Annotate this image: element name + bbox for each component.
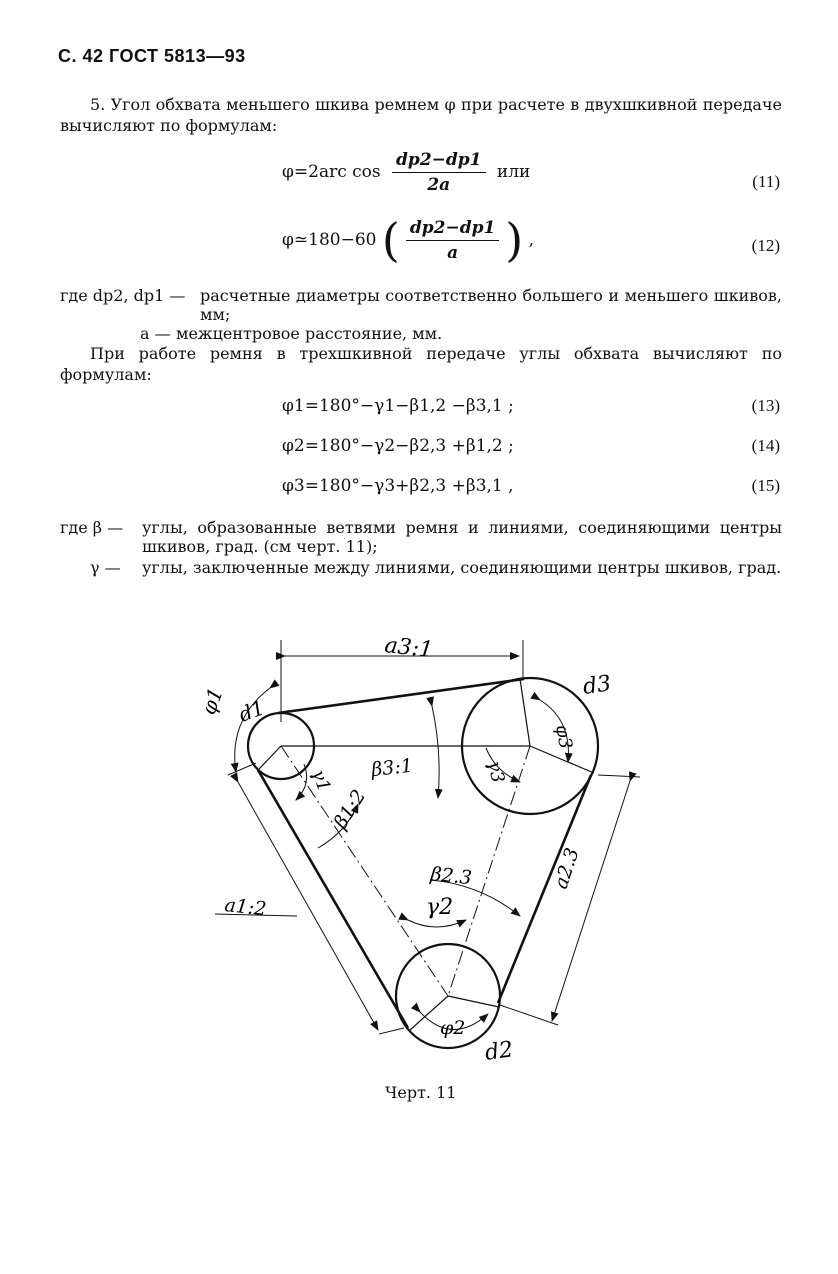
belt-branch-1-2 xyxy=(256,769,410,1029)
arc-phi2 xyxy=(410,1002,489,1030)
left-paren: ( xyxy=(381,212,400,267)
definitions-block-1: где dp2, dp1 — расчетные диаметры соотве… xyxy=(60,286,782,346)
equation-number-14: (14) xyxy=(751,436,780,455)
label-a12: a1:2 xyxy=(223,894,267,920)
dimension-a12 xyxy=(230,772,379,1031)
paragraph-5: 5. Угол обхвата меньшего шкива ремнем φ … xyxy=(60,95,782,135)
radius-line xyxy=(447,995,500,1008)
def-text-diameters: расчетные диаметры соответственно больше… xyxy=(200,286,782,324)
arc-gamma2 xyxy=(398,912,467,928)
def-term-diameters: где dp2, dp1 — xyxy=(60,286,186,305)
equation-number-13: (13) xyxy=(751,396,780,415)
label-a31: a3:1 xyxy=(383,633,434,663)
arc-phi1 xyxy=(230,679,280,773)
formula-15: φ3=180°−γ3+β2,3 +β3,1 , xyxy=(282,476,514,496)
formula-12-lhs: φ≃180−60 xyxy=(282,230,377,250)
paragraph-three-pulley: При работе ремня в трехшкивной передаче … xyxy=(60,344,782,384)
def-term-beta: где β — xyxy=(60,518,124,537)
label-gamma1: γ1 xyxy=(307,767,334,795)
formula-12-denominator: a xyxy=(447,243,459,263)
def-text-beta: углы, образованные ветвями ремня и линия… xyxy=(142,518,782,556)
formula-12-fraction: dp2−dp1 a xyxy=(405,218,500,263)
label-beta31: β3:1 xyxy=(369,755,414,781)
formula-11: φ=2arc cos dp2−dp1 2a или xyxy=(282,150,530,195)
label-phi3: φ3 xyxy=(551,723,576,750)
formula-11-fraction: dp2−dp1 2a xyxy=(392,150,486,195)
arc-gamma3 xyxy=(485,747,521,783)
def-text-gamma: углы, заключенные между линиями, соединя… xyxy=(142,558,782,577)
def-text-distance: межцентровое расстояние, мм. xyxy=(176,324,443,343)
arc-beta12 xyxy=(317,803,359,849)
equation-number-12: (12) xyxy=(751,236,780,255)
definitions-block-2: где β — углы, образованные ветвями ремня… xyxy=(60,518,782,598)
extension-line xyxy=(378,1027,405,1035)
belt-branch-1-3 xyxy=(277,677,525,715)
radius-line xyxy=(258,745,282,770)
def-term-gamma: γ — xyxy=(90,558,121,577)
label-gamma3: γ3 xyxy=(483,759,508,785)
label-phi1: φ1 xyxy=(196,684,228,717)
label-a23: a2.3 xyxy=(550,845,584,891)
formula-12-numerator: dp2−dp1 xyxy=(405,218,500,241)
label-d2: d2 xyxy=(483,1037,514,1066)
arc-phi3 xyxy=(530,691,573,763)
arc-gamma1 xyxy=(295,763,308,801)
equation-number-15: (15) xyxy=(751,476,780,495)
arc-beta31 xyxy=(426,696,443,799)
radius-line xyxy=(519,678,531,747)
label-phi2: φ2 xyxy=(440,1017,465,1039)
formula-14: φ2=180°−γ2−β2,3 +β1,2 ; xyxy=(282,436,514,456)
radius-line xyxy=(529,745,595,774)
extension-line xyxy=(227,762,257,776)
label-d3: d3 xyxy=(581,671,612,700)
right-paren: ) xyxy=(505,212,524,267)
page-header: С. 42 ГОСТ 5813—93 xyxy=(58,46,246,66)
label-gamma2: γ2 xyxy=(426,895,453,920)
formula-12-tail: , xyxy=(528,230,535,250)
dimension-a23 xyxy=(550,771,637,1022)
label-d1: d1 xyxy=(236,695,268,726)
belt-branch-3-2 xyxy=(496,774,593,1004)
formula-11-tail: или xyxy=(496,162,531,182)
def-term-distance: a — xyxy=(140,324,171,343)
figure-caption: Черт. 11 xyxy=(385,1083,457,1102)
formula-11-denominator: 2a xyxy=(427,175,451,195)
arc-beta23 xyxy=(429,879,521,917)
leader-line xyxy=(214,913,298,917)
extension-line xyxy=(597,774,641,778)
centerline-3-2 xyxy=(447,745,531,997)
extension-line xyxy=(499,1004,559,1026)
formula-11-numerator: dp2−dp1 xyxy=(392,150,486,173)
equation-number-11: (11) xyxy=(752,172,780,191)
formula-13: φ1=180°−γ1−β1,2 −β3,1 ; xyxy=(282,396,514,416)
formula-12: φ≃180−60 ( dp2−dp1 a ) , xyxy=(282,217,535,263)
formula-11-lhs: φ=2arc cos xyxy=(282,162,381,182)
label-beta23: β2.3 xyxy=(428,863,472,889)
